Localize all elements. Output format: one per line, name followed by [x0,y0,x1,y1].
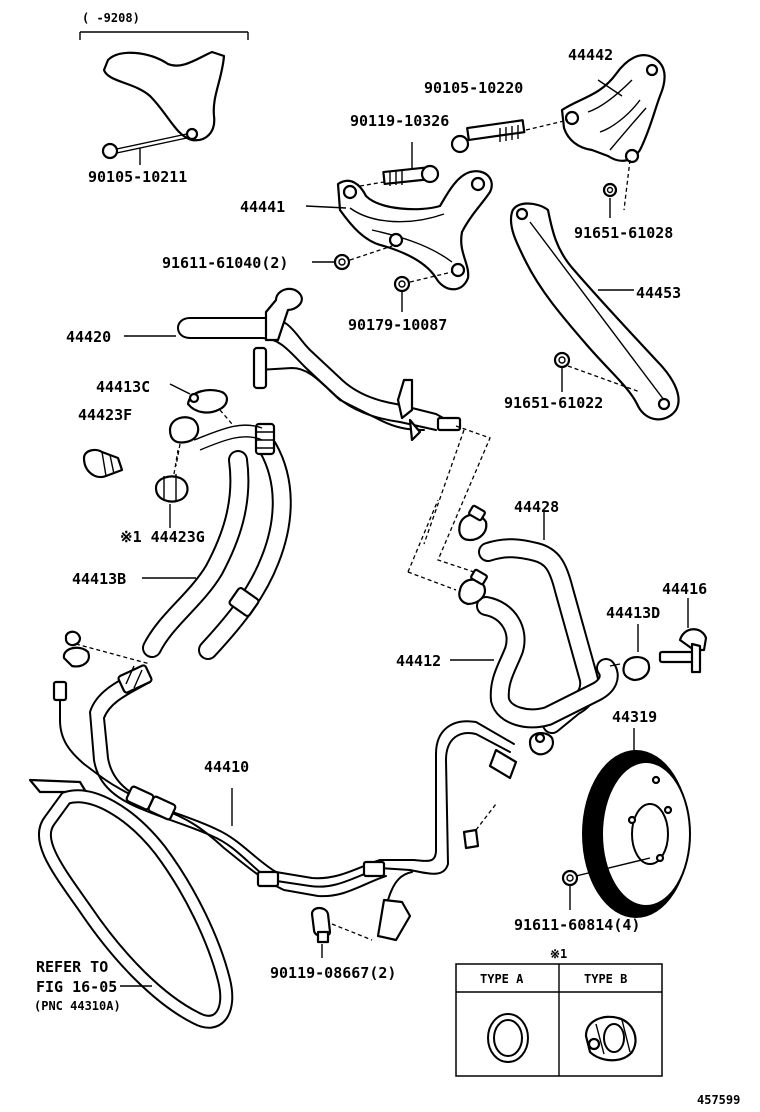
bolt-90119-08667 [310,906,373,958]
label-90179-10087: 90179-10087 [348,316,447,334]
hose-44412 [450,568,619,729]
label-91651-61028: 91651-61028 [574,224,673,242]
label-refer-line2: FIG 16-05 [36,978,117,996]
nut-91611-61040 [312,245,393,271]
type-table [455,963,663,1077]
label-44441: 44441 [240,198,285,216]
label-44410: 44410 [204,758,249,776]
part-labels: ( -9208) 44442 90105-10220 90119-10326 9… [34,11,740,1107]
label-91611-60814: 91611-60814(4) [514,916,640,934]
label-90119-08667: 90119-08667(2) [270,964,396,982]
hose-clamp-upper [168,416,200,467]
tube-44420 [124,287,462,442]
label-type-a: TYPE A [480,972,524,986]
label-91611-61040: 91611-61040(2) [162,254,288,272]
pulley-44319 [582,728,691,918]
fitting-44416 [658,598,708,674]
clamp-44423G [154,449,189,528]
label-44428: 44428 [514,498,559,516]
label-44319: 44319 [612,708,657,726]
label-type-b: TYPE B [584,972,627,986]
label-note-mark: ※1 [550,947,567,961]
nut-91651-61028 [602,159,631,218]
bracket-9208 [79,31,249,165]
hose-44413B [142,422,292,660]
label-90105-10220: 90105-10220 [424,79,523,97]
label-diagram-id: 457599 [697,1093,740,1107]
label-44413B: 44413B [72,570,126,588]
label-44420: 44420 [66,328,111,346]
fitting-lower [462,803,497,850]
hose-44428 [458,504,600,734]
label-90119-10326: 90119-10326 [350,112,449,130]
label-44413C: 44413C [96,378,150,396]
label-91651-61022: 91651-61022 [504,394,603,412]
nut-90179-10087 [393,271,453,312]
label-44453: 44453 [636,284,681,302]
label-44416: 44416 [662,580,707,598]
clamp-44412-lower [528,732,554,756]
v-belt [38,789,234,1029]
label-44413D: 44413D [606,604,660,622]
dashed-connection [407,425,491,591]
fitting-44423F [82,448,124,479]
label-refer-line3: (PNC 44310A) [34,999,121,1013]
label-refer-line1: REFER TO [36,958,108,976]
bracket-44442 [560,54,666,164]
label-44412: 44412 [396,652,441,670]
arm-44453 [509,202,680,421]
clamp-44413D [609,624,651,682]
bolt-90119-10326 [359,142,440,187]
bracket-44441 [305,170,493,291]
nut-91651-61022 [553,351,641,393]
label-bracket-note: ( -9208) [82,11,140,25]
label-90105-10211: 90105-10211 [88,168,187,186]
bolt-90105-10220 [450,119,569,154]
nut-91611-60814 [561,857,651,910]
label-44423F: 44423F [78,406,132,424]
label-44442: 44442 [568,46,613,64]
tube-44410 [28,630,518,942]
clamp-44413C [169,383,233,425]
label-44423G: ※1 44423G [120,528,205,546]
